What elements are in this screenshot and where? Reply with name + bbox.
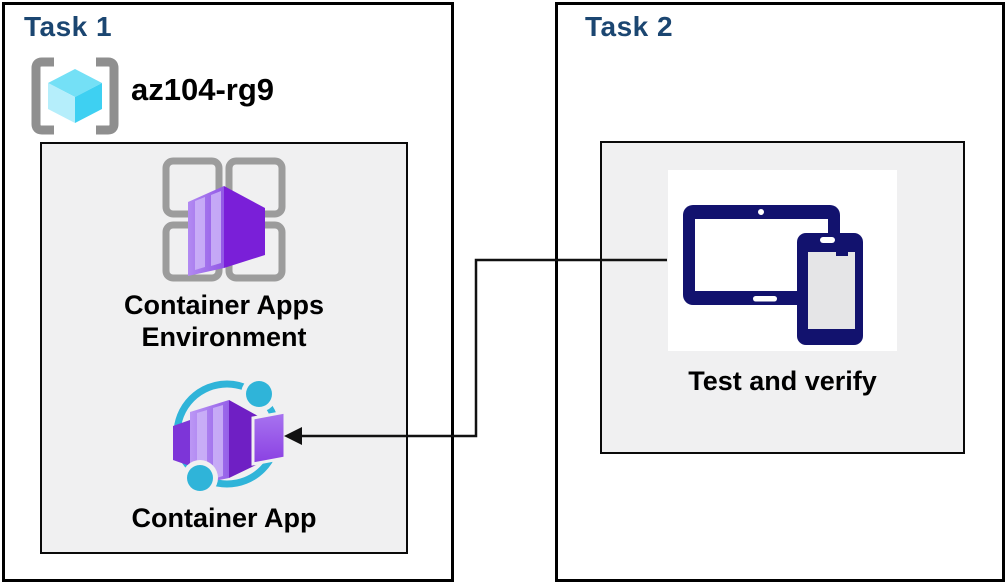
resource-group-name: az104-rg9 xyxy=(131,72,275,107)
environment-label: Container Apps Environment xyxy=(123,290,324,352)
task1-box: Task 1 az104-rg9 xyxy=(2,2,454,582)
task2-title: Task 2 xyxy=(585,11,674,42)
test-and-verify-label: Test and verify xyxy=(688,366,877,396)
task1-panel: Container Apps Environment Container App xyxy=(40,142,408,554)
resource-group: az104-rg9 xyxy=(28,56,408,140)
container-app-icon xyxy=(173,376,287,496)
task1-title: Task 1 xyxy=(24,11,113,42)
device-icon-card xyxy=(668,170,897,351)
container-app-label: Container App xyxy=(131,503,317,533)
task2-box: Task 2 Test and verify xyxy=(555,2,1005,582)
resource-group-icon xyxy=(31,57,119,135)
tablet-and-phone-icon xyxy=(683,205,863,345)
container-apps-environment-icon xyxy=(162,157,286,282)
task2-panel: Test and verify xyxy=(600,141,965,454)
